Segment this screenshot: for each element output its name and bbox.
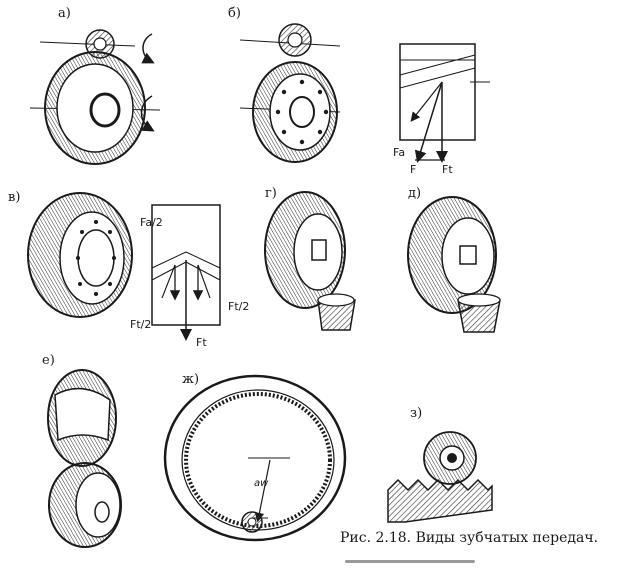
- force-ft-half-left: Ft/2: [130, 318, 152, 331]
- helical-gear-pair-b: [239, 23, 341, 163]
- center-distance-label: aw: [254, 478, 269, 489]
- force-fa-half: Fa/2: [140, 216, 163, 229]
- force-f: F: [410, 163, 417, 176]
- label-zh: ж): [182, 372, 200, 387]
- rack-and-pinion-z: [387, 431, 493, 523]
- label-d: д): [408, 186, 422, 201]
- herringbone-force-diagram: [151, 204, 221, 341]
- label-v: в): [8, 190, 21, 205]
- force-fa: Fa: [393, 146, 406, 159]
- label-a: а): [58, 6, 71, 21]
- force-ft-bottom: Ft: [196, 336, 207, 349]
- label-b: б): [228, 6, 241, 21]
- label-g: г): [265, 186, 277, 201]
- bevel-gear-pair-d: [407, 196, 501, 333]
- bevel-gear-pair-g: [264, 191, 356, 331]
- internal-ring-gear-zh: [163, 374, 347, 542]
- force-ft: Ft: [442, 163, 453, 176]
- caption-underline: [345, 560, 475, 563]
- force-ft-half-right: Ft/2: [228, 300, 250, 313]
- crossed-helical-gears-e: [47, 369, 122, 548]
- helical-force-diagram: [399, 43, 490, 163]
- spur-gear-pair-a: [29, 29, 161, 165]
- figure-caption: Рис. 2.18. Виды зубчатых передач.: [340, 530, 599, 546]
- label-z: з): [410, 406, 423, 421]
- herringbone-gear-v: [27, 192, 133, 318]
- label-e: е): [42, 353, 55, 368]
